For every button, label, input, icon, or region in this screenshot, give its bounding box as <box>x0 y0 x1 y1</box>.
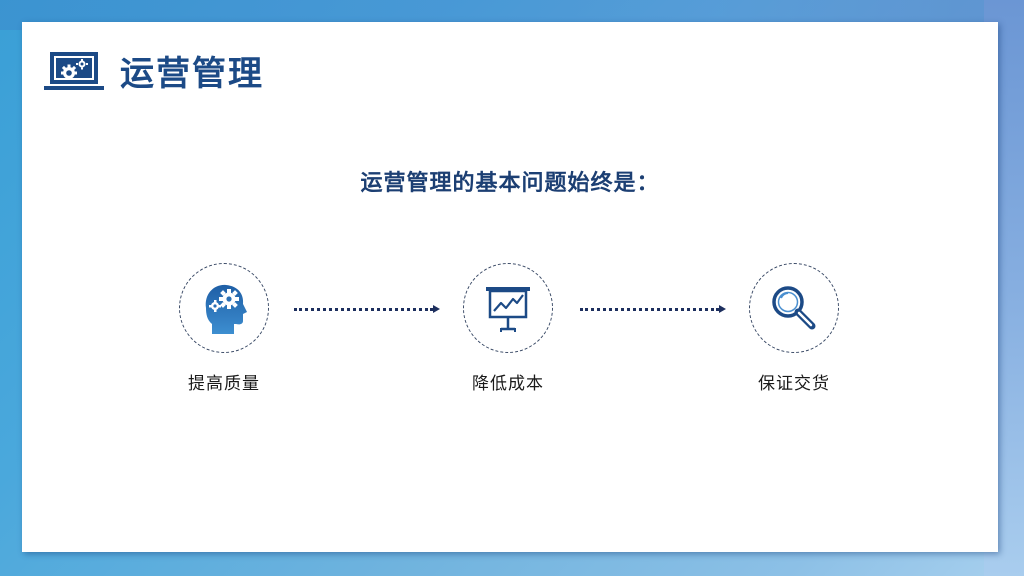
slide-header: 运营管理 <box>44 46 264 95</box>
presentation-chart-icon <box>486 287 530 332</box>
step-circle <box>749 263 839 353</box>
flow-arrow <box>294 304 440 314</box>
magnifier-icon <box>772 286 816 330</box>
slide-card: 运营管理 运营管理的基本问题始终是： <box>22 22 998 552</box>
arrow-head-icon <box>433 305 440 313</box>
laptop-gears-icon <box>44 51 104 90</box>
step-improve-quality: 提高质量 <box>154 263 294 394</box>
step-label: 保证交货 <box>758 374 830 394</box>
step-circle <box>179 263 269 353</box>
page-title: 运营管理 <box>120 54 264 94</box>
head-gears-icon <box>205 284 247 334</box>
step-label: 降低成本 <box>472 374 544 394</box>
flow-arrow <box>580 304 726 314</box>
arrow-line <box>580 307 719 311</box>
slide-subtitle: 运营管理的基本问题始终是： <box>360 171 660 196</box>
step-circle <box>463 263 553 353</box>
arrow-line <box>294 307 433 311</box>
arrow-head-icon <box>719 305 726 313</box>
step-label: 提高质量 <box>188 374 260 394</box>
step-ensure-delivery: 保证交货 <box>724 263 864 394</box>
step-reduce-cost: 降低成本 <box>438 263 578 394</box>
